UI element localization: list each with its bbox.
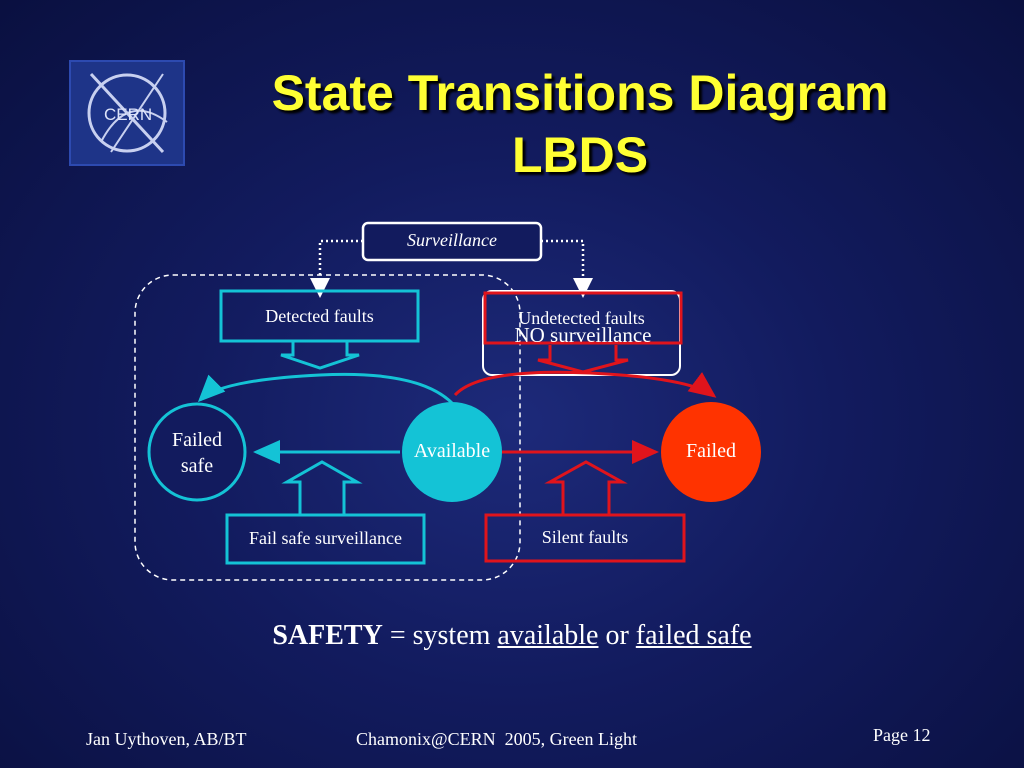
- detected-faults-label: Detected faults: [265, 306, 374, 326]
- fail-safe-surveillance-label: Fail safe surveillance: [249, 528, 402, 548]
- no-surveillance-label: NO surveillance: [514, 323, 652, 347]
- detected-down-arrow: [280, 341, 360, 370]
- available-label: Available: [413, 440, 491, 462]
- fail-safe-up-arrow: [281, 460, 363, 515]
- fail-safe-surveillance-box: [225, 513, 426, 565]
- footer-author: Jan Uythoven, AB/BT: [86, 729, 247, 749]
- silent-faults-box: [484, 513, 686, 563]
- detected-faults-box: [219, 289, 420, 343]
- cern-logo: CERN: [69, 60, 185, 166]
- available-state: [402, 402, 502, 502]
- failed-safe-label-line-2: safe: [180, 455, 214, 477]
- silent-faults-up-arrow: [544, 460, 628, 515]
- title-line-2: LBDS: [511, 127, 649, 183]
- cern-logo-icon: CERN: [87, 72, 168, 154]
- failed-safe-label-line-1: Failed: [172, 429, 222, 451]
- cern-logo-text: CERN: [104, 105, 152, 124]
- undetected-down-arrow: [537, 345, 629, 374]
- surveillance-connector-left: [310, 239, 363, 298]
- available-to-failed-arc: [453, 370, 717, 398]
- safety-or: or: [598, 620, 636, 651]
- failed-safe-state: [147, 402, 247, 502]
- undetected-faults-label: Undetected faults: [518, 308, 645, 328]
- failed-safe-label: Failed safe: [149, 427, 245, 479]
- surveillance-label: Surveillance: [407, 230, 497, 250]
- available-to-failed-safe-arc: [197, 372, 455, 406]
- slide-title: State Transitions Diagram LBDS: [190, 62, 970, 186]
- surveillance-boundary: [134, 274, 521, 581]
- safety-statement: SAFETY = system available or failed safe: [0, 620, 1024, 652]
- safety-failed-safe: failed safe: [635, 620, 752, 651]
- safety-bold: SAFETY: [272, 620, 383, 651]
- title-line-1: State Transitions Diagram: [271, 65, 889, 121]
- surveillance-connector-right: [541, 239, 593, 298]
- silent-faults-label: Silent faults: [541, 527, 629, 547]
- safety-available: available: [497, 620, 599, 651]
- safety-system: = system: [382, 620, 498, 651]
- failed-label: Failed: [686, 440, 736, 462]
- surveillance-box: [361, 221, 543, 262]
- failed-state: [661, 402, 761, 502]
- no-surveillance-highlight: [483, 291, 683, 345]
- footer-event: Chamonix@CERN 2005, Green Light: [356, 729, 638, 749]
- footer-page-number: Page 12: [873, 725, 931, 745]
